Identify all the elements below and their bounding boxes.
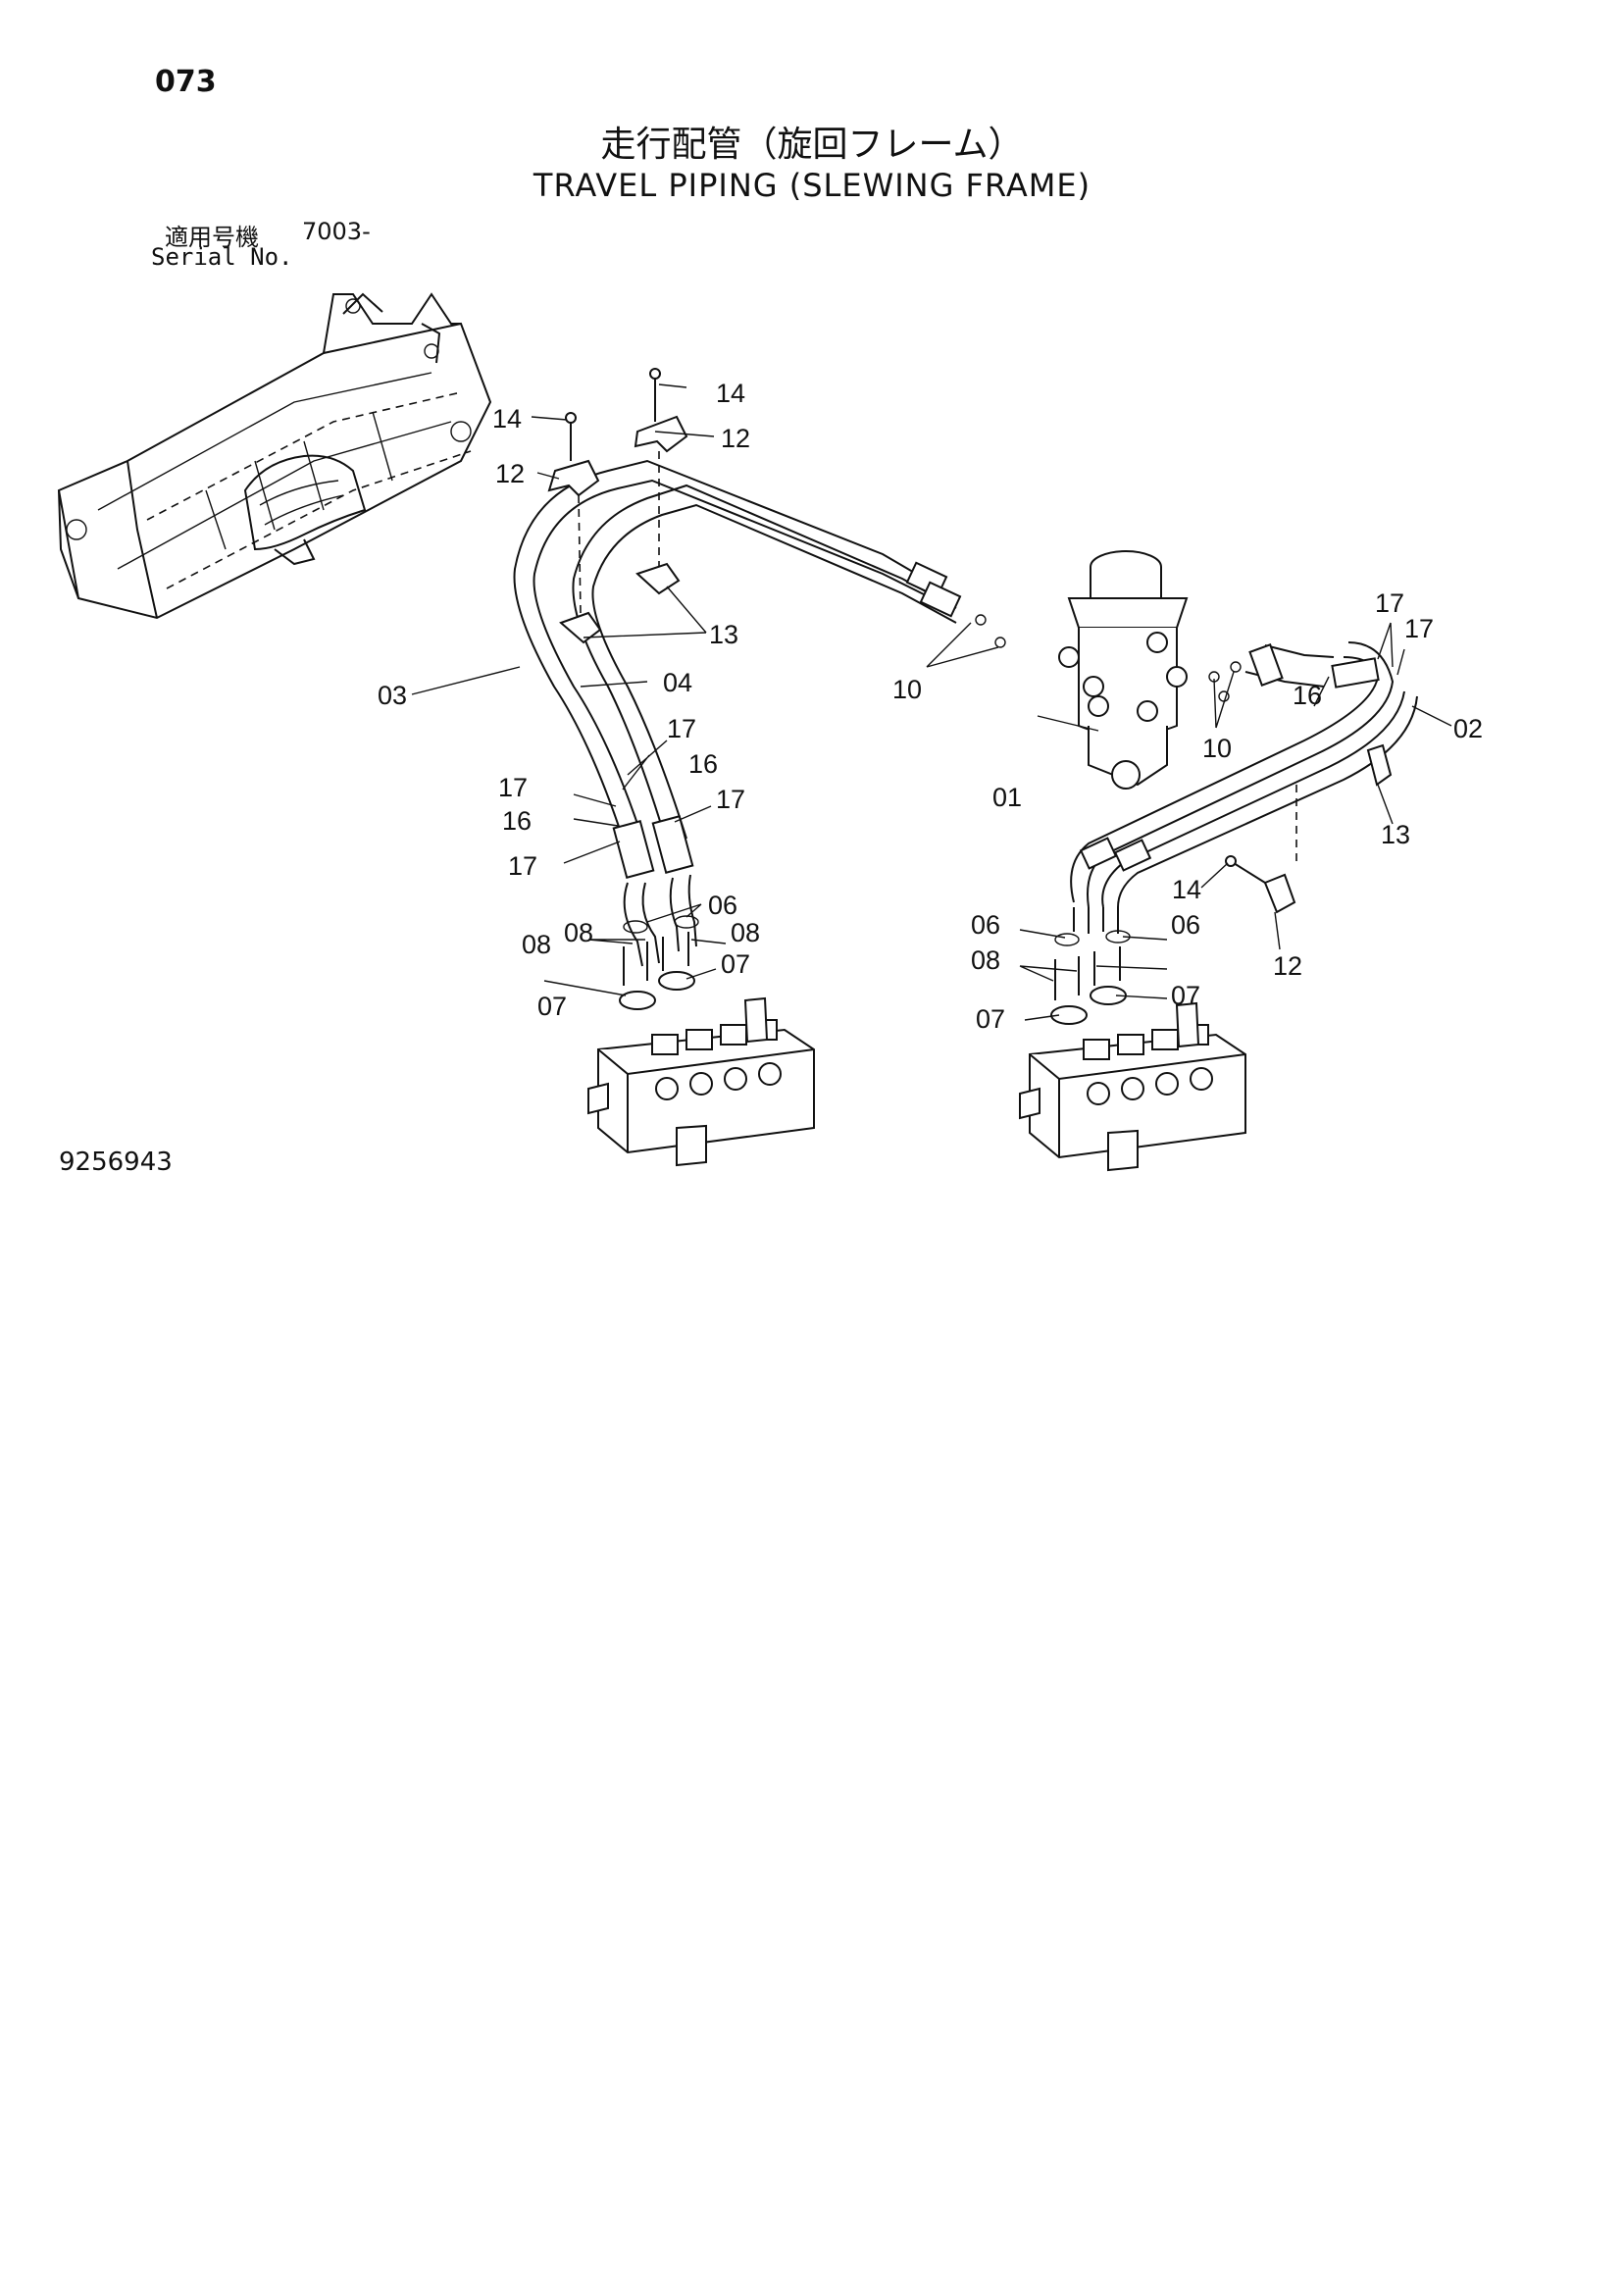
callout-13: 13 xyxy=(1381,820,1410,849)
callout-16: 16 xyxy=(688,749,718,779)
callout-16: 16 xyxy=(502,806,532,836)
slewing-frame-overview xyxy=(57,292,492,620)
callout-17: 17 xyxy=(1404,614,1434,643)
callout-12: 12 xyxy=(495,459,525,488)
callout-17: 17 xyxy=(716,785,745,814)
hose-01-02 xyxy=(1070,641,1418,934)
callout-10: 10 xyxy=(1202,734,1232,763)
swivel-joint xyxy=(975,550,1242,790)
callout-08: 08 xyxy=(564,918,593,947)
serial-value: 7003- xyxy=(302,218,371,245)
callout-08: 08 xyxy=(731,918,760,947)
title-japanese: 走行配管（旋回フレーム） xyxy=(600,125,1024,165)
hose-03-04 xyxy=(513,459,962,967)
control-valve-left xyxy=(587,972,815,1167)
callout-07: 07 xyxy=(721,949,750,979)
callout-14: 14 xyxy=(492,404,522,434)
callout-17: 17 xyxy=(508,851,537,881)
callout-06: 06 xyxy=(708,891,737,920)
callout-06: 06 xyxy=(971,910,1000,940)
callout-01: 01 xyxy=(992,783,1022,812)
title-english: TRAVEL PIPING (SLEWING FRAME) xyxy=(533,167,1091,204)
callout-14: 14 xyxy=(716,379,745,408)
callout-17: 17 xyxy=(498,773,528,802)
serial-label-japanese: 適用号機 xyxy=(165,224,259,251)
drawing-number: 9256943 xyxy=(59,1148,173,1177)
callout-08: 08 xyxy=(971,945,1000,975)
callout-06: 06 xyxy=(1171,910,1200,940)
callout-12: 12 xyxy=(721,424,750,453)
page-number: 073 xyxy=(155,65,217,99)
callout-14: 14 xyxy=(1172,875,1201,904)
callout-08: 08 xyxy=(522,930,551,959)
callout-03: 03 xyxy=(378,681,407,710)
serial-label-english: Serial No. xyxy=(151,243,293,271)
callout-07: 07 xyxy=(537,992,567,1021)
clamp-set-left xyxy=(547,368,688,644)
callout-13: 13 xyxy=(709,620,738,649)
callout-04: 04 xyxy=(663,668,692,697)
callout-labels: 14 12 14 12 13 03 04 10 10 17 16 17 17 1… xyxy=(378,379,1483,1034)
fittings xyxy=(619,915,1131,1025)
callout-07: 07 xyxy=(1171,981,1200,1010)
leader-lines xyxy=(411,383,1452,1021)
callout-17: 17 xyxy=(667,714,696,743)
callout-10: 10 xyxy=(892,675,922,704)
callout-12: 12 xyxy=(1273,951,1302,981)
callout-02: 02 xyxy=(1453,714,1483,743)
callout-17: 17 xyxy=(1375,588,1404,618)
callout-16: 16 xyxy=(1293,681,1322,710)
control-valve-right xyxy=(1019,987,1246,1172)
callout-07: 07 xyxy=(976,1004,1005,1034)
